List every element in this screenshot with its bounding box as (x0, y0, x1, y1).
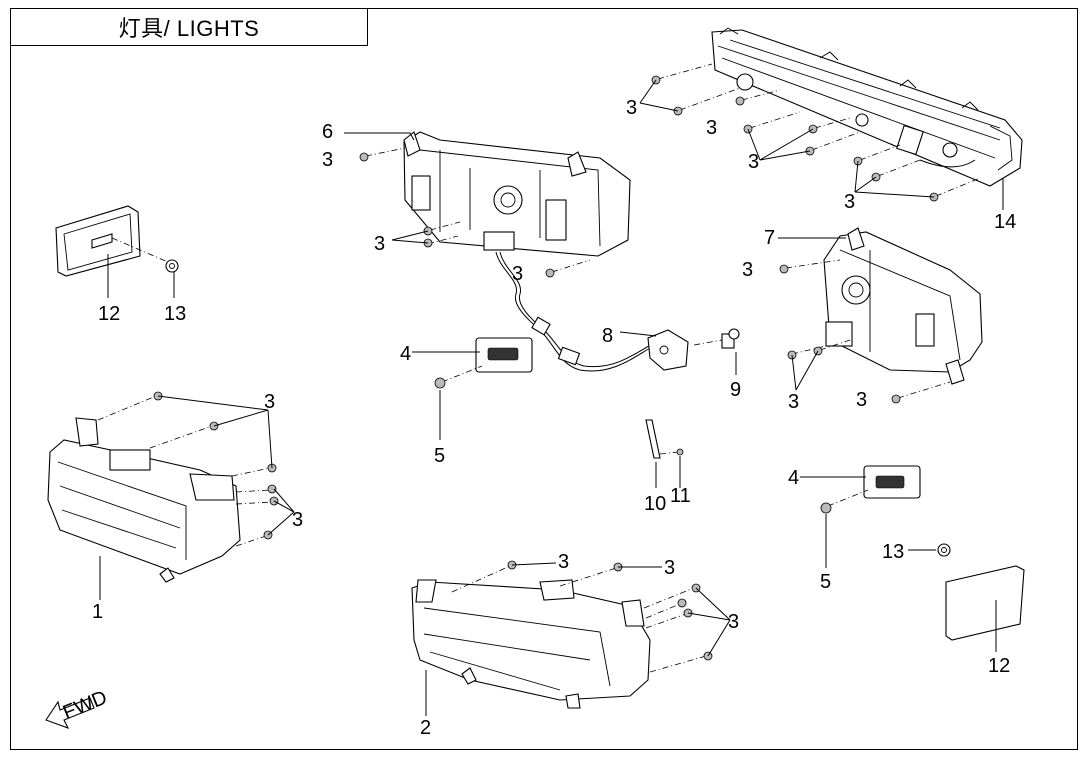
part-2-headlight-bottom (411, 579, 651, 709)
callout-3: 3 (322, 149, 333, 171)
part-8-wiring-harness (495, 251, 689, 372)
part-1-headlight-left (47, 417, 241, 583)
callout-13: 13 (882, 541, 904, 563)
callout-11: 11 (670, 485, 691, 507)
callout-3: 3 (788, 391, 799, 413)
callout-4: 4 (788, 467, 799, 489)
callout-3: 3 (558, 551, 569, 573)
callout-3: 3 (374, 233, 385, 255)
callout-1: 1 (92, 601, 103, 623)
callout-3: 3 (728, 611, 739, 633)
part-10-strap (645, 419, 661, 459)
callout-3: 3 (856, 389, 867, 411)
callout-3: 3 (512, 263, 523, 285)
callout-14: 14 (994, 211, 1016, 233)
callout-10: 10 (644, 493, 666, 515)
part-6-rear-light-housing (403, 131, 631, 257)
callout-3: 3 (626, 97, 637, 119)
callout-3: 3 (706, 117, 717, 139)
callout-3: 3 (264, 391, 275, 413)
callout-3: 3 (292, 509, 303, 531)
callout-12: 12 (98, 303, 120, 325)
callout-labels: 3 3 3 3 14 6 3 3 3 12 13 4 5 8 9 10 11 7… (92, 97, 1016, 739)
part-11-screw (659, 448, 684, 456)
diagram-frame (10, 8, 1078, 750)
part-12-reflector-lens-left (55, 205, 141, 277)
callout-3: 3 (742, 259, 753, 281)
callout-2: 2 (420, 717, 431, 739)
part-9-bulb (693, 328, 740, 349)
callout-5: 5 (434, 445, 445, 467)
callout-3: 3 (844, 191, 855, 213)
callout-5: 5 (820, 571, 831, 593)
callout-4: 4 (400, 343, 411, 365)
fwd-label: FWD (60, 687, 110, 724)
part-4-reflector-center (475, 337, 533, 373)
callout-6: 6 (322, 121, 333, 143)
part-4-reflector-right (863, 465, 921, 499)
part-14-rear-light-bar (711, 27, 1023, 187)
part-13-nut-right (937, 543, 951, 557)
callout-8: 8 (602, 325, 613, 347)
fwd-arrow-icon (45, 697, 95, 729)
diagram-title: 灯具/ LIGHTS (10, 8, 368, 46)
callout-9: 9 (730, 379, 741, 401)
part-12-reflector-lens-right (945, 565, 1025, 641)
callout-12: 12 (988, 655, 1010, 677)
part-7-light-housing-right (823, 227, 983, 385)
callout-3: 3 (748, 151, 759, 173)
callout-7: 7 (764, 227, 775, 249)
part-13-nut-left (165, 259, 179, 273)
callout-13: 13 (164, 303, 186, 325)
callout-3: 3 (664, 557, 675, 579)
